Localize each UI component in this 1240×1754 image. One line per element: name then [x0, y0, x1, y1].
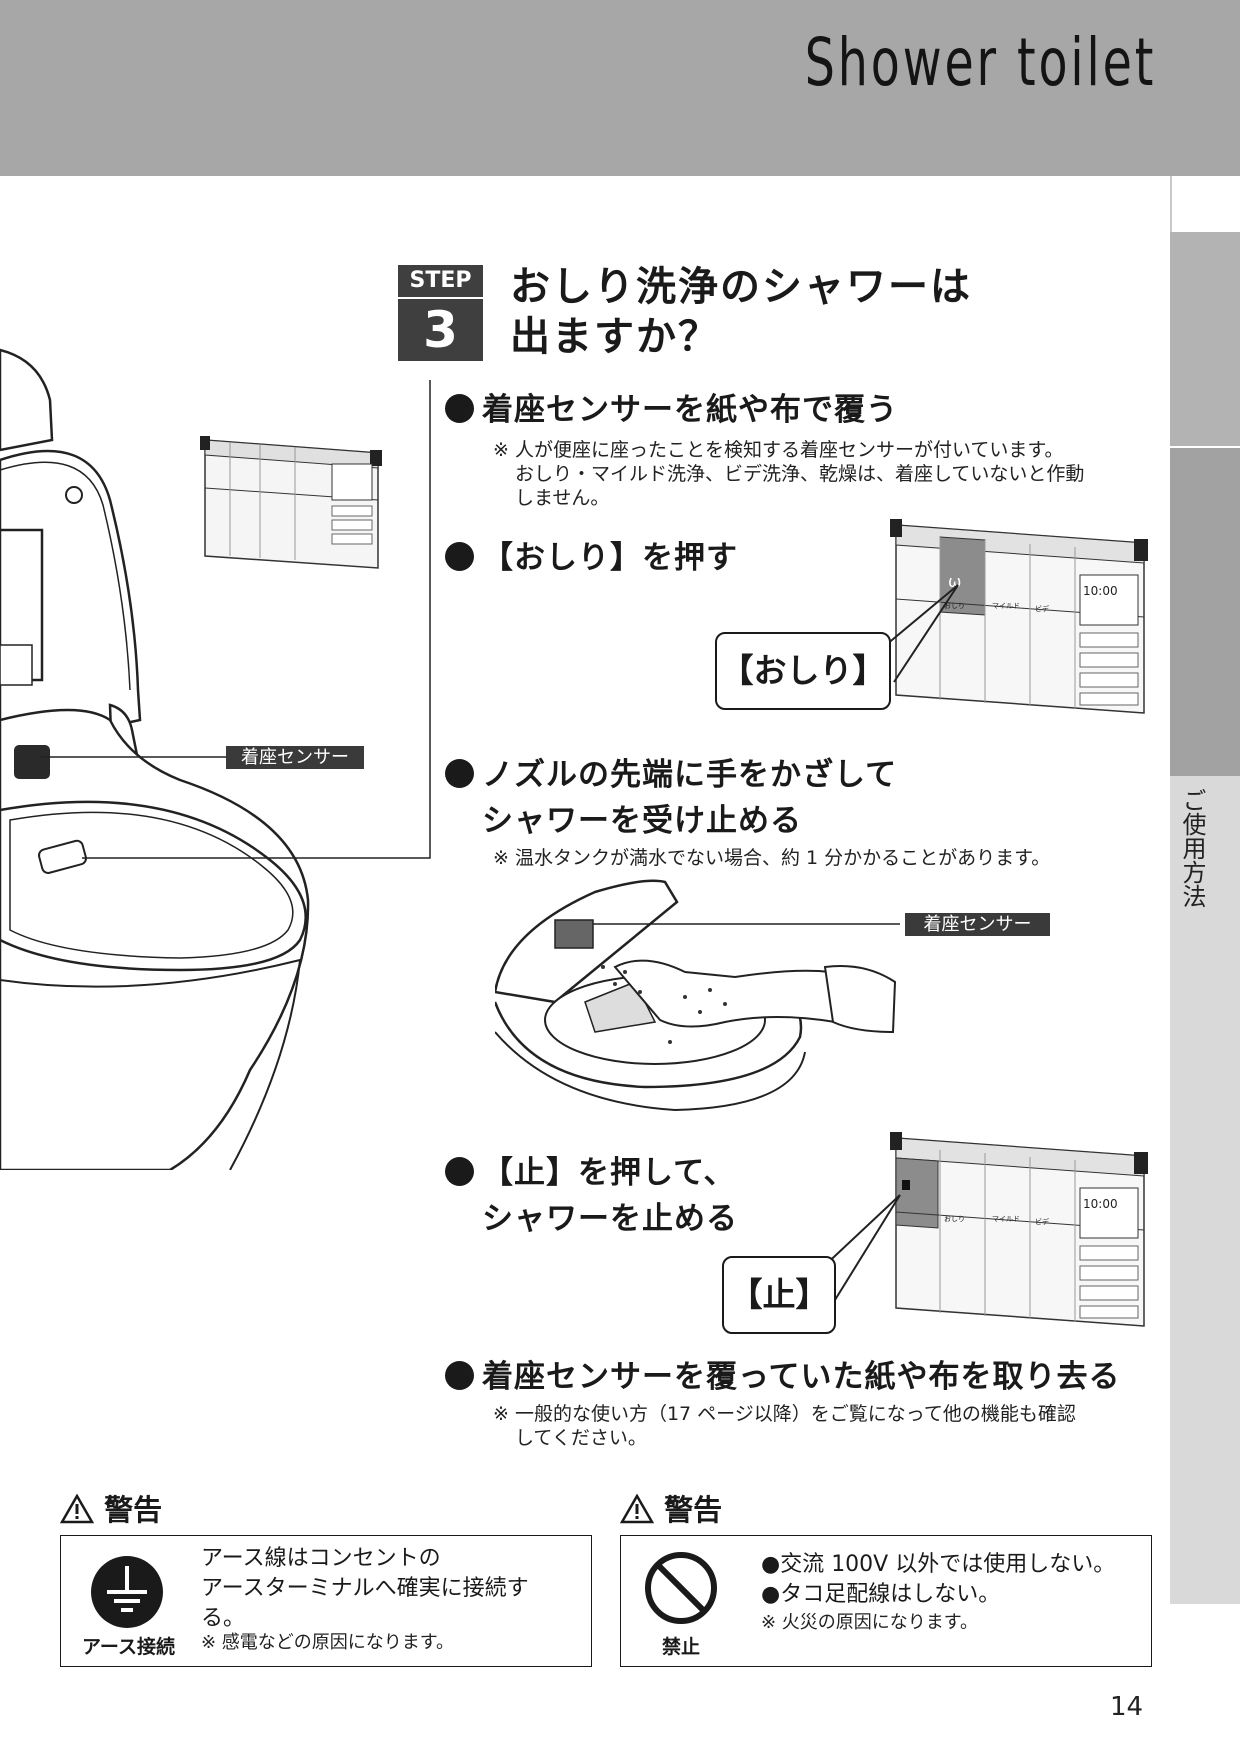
instruction-1: 着座センサーを紙や布で覆う	[445, 387, 898, 433]
step-badge: STEP 3	[398, 265, 483, 361]
callout-stop: 【止】	[722, 1256, 836, 1334]
svg-text:10:00: 10:00	[1083, 584, 1118, 598]
svg-text:ビデ: ビデ	[1035, 604, 1049, 613]
warning-note: ※ 感電などの原因になります。	[201, 1632, 455, 1653]
warning-triangle-icon	[59, 1493, 95, 1524]
instruction-2: 【おしり】を押す	[445, 535, 738, 581]
step-title: おしり洗浄のシャワーは 出ますか？	[510, 262, 972, 362]
instruction-3-note: ※ 温水タンクが満水でない場合、約 1 分かかることがあります。	[493, 847, 1051, 869]
step-number: 3	[398, 299, 483, 361]
warning-box-ground: アース接続 アース線はコンセントの アースターミナルへ確実に接続す る。 ※ 感…	[60, 1535, 592, 1667]
remote-control-stop-illustration: おしり マイルド ビデ 10:00	[890, 1132, 1148, 1327]
icon-caption: 禁止	[661, 1636, 700, 1658]
step-title-line1: おしり洗浄のシャワーは	[510, 264, 972, 310]
bullet-dot-icon	[445, 759, 474, 788]
icon-caption: アース接続	[82, 1636, 175, 1658]
side-index-label: ご使用方法	[1178, 788, 1206, 908]
warning-heading: 警告	[619, 1492, 722, 1528]
svg-text:マイルド: マイルド	[992, 602, 1020, 610]
svg-text:ビデ: ビデ	[1035, 1217, 1049, 1226]
instruction-5-note: ※ 一般的な使い方（17 ページ以降）をご覧になって他の機能も確認 してください…	[493, 1403, 1076, 1449]
step-word: STEP	[398, 265, 483, 297]
svg-text:おしり: おしり	[944, 602, 965, 610]
toilet-illustration	[0, 348, 310, 1170]
remote-control-illustration	[200, 436, 382, 569]
page-number: 14	[1110, 1692, 1144, 1722]
prohibition-icon	[645, 1552, 717, 1624]
page-header	[0, 0, 1240, 176]
warning-text: ●交流 100V 以外では使用しない。 ●タコ足配線はしない。	[761, 1552, 1116, 1607]
bullet-dot-icon	[445, 394, 474, 423]
warning-heading: 警告	[59, 1492, 162, 1528]
bullet-dot-icon	[445, 1361, 474, 1390]
brand-logo: Shower toilet	[804, 24, 1156, 101]
instruction-3: ノズルの先端に手をかざして シャワーを受け止める	[445, 752, 897, 844]
callout-oshiri: 【おしり】	[715, 632, 891, 710]
callout-pointer	[880, 584, 959, 683]
sensor-label: 着座センサー	[905, 913, 1050, 936]
sensor-label: 着座センサー	[226, 746, 364, 769]
warning-triangle-icon	[619, 1493, 655, 1524]
ground-icon	[91, 1556, 163, 1628]
svg-text:10:00: 10:00	[1083, 1197, 1118, 1211]
remote-control-oshiri-illustration: ω おしり マイルド ビデ 10:00	[890, 519, 1148, 714]
instruction-1-note: ※ 人が便座に座ったことを検知する着座センサーが付いています。 おしり・マイルド…	[493, 439, 1085, 509]
warning-text: アース線はコンセントの アースターミナルへ確実に接続す る。	[201, 1546, 529, 1631]
step-title-line2: 出ますか？	[510, 314, 720, 360]
instruction-4: 【止】を押して、 シャワーを止める	[445, 1150, 738, 1242]
side-index-tab	[1170, 232, 1240, 446]
instruction-5: 着座センサーを覆っていた紙や布を取り去る	[445, 1354, 1120, 1400]
side-index-blank	[1170, 176, 1240, 232]
warning-box-prohibition: 禁止 ●交流 100V 以外では使用しない。 ●タコ足配線はしない。 ※ 火災の…	[620, 1535, 1152, 1667]
svg-text:マイルド: マイルド	[992, 1215, 1020, 1223]
side-index-tab	[1170, 448, 1240, 776]
hand-nozzle-illustration	[495, 879, 900, 1112]
bullet-dot-icon	[445, 1157, 474, 1186]
side-index-tab-active	[1170, 776, 1240, 1604]
svg-text:おしり: おしり	[944, 1215, 965, 1223]
warning-note: ※ 火災の原因になります。	[761, 1612, 979, 1633]
bullet-dot-icon	[445, 542, 474, 571]
leader-lines	[40, 380, 431, 859]
callout-pointer	[820, 1194, 901, 1309]
